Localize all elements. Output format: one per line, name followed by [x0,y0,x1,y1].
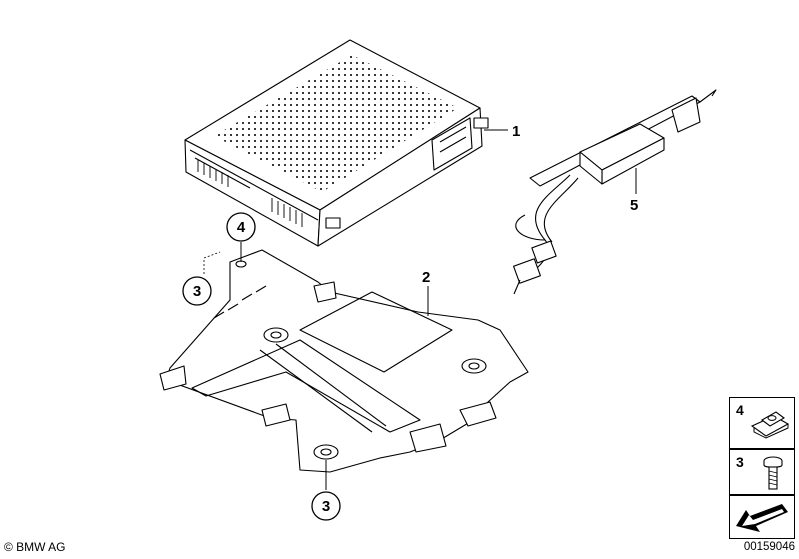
legend-item-clip-nut: 4 [729,397,795,449]
orientation-arrow-icon [736,504,788,532]
callout-part-3-bottom: 3 [311,460,341,521]
mounting-bracket-plate [159,249,529,473]
screw-icon [763,456,783,490]
svg-text:3: 3 [322,498,330,515]
callout-part-1: 1 [484,123,520,140]
legend-number-3: 3 [736,454,744,470]
callout-part-5: 5 [630,168,638,214]
callout-part-2: 2 [422,269,430,316]
legend-item-screw: 3 [729,449,795,495]
svg-text:1: 1 [512,123,520,140]
legend-orientation-arrow [729,495,795,539]
antenna-amplifier-cable [513,89,717,295]
legend-number-4: 4 [736,402,744,418]
clip-nut-icon [750,411,790,439]
svg-text:5: 5 [630,197,638,214]
drawing-number: 00159046 [743,541,795,553]
svg-text:4: 4 [237,219,246,236]
callout-part-4: 4 [226,212,256,262]
control-unit-module [184,39,489,247]
callout-part-3-left: 3 [182,251,221,306]
svg-text:2: 2 [422,269,430,286]
svg-text:3: 3 [193,283,201,300]
copyright-text: © BMW AG [4,540,66,554]
